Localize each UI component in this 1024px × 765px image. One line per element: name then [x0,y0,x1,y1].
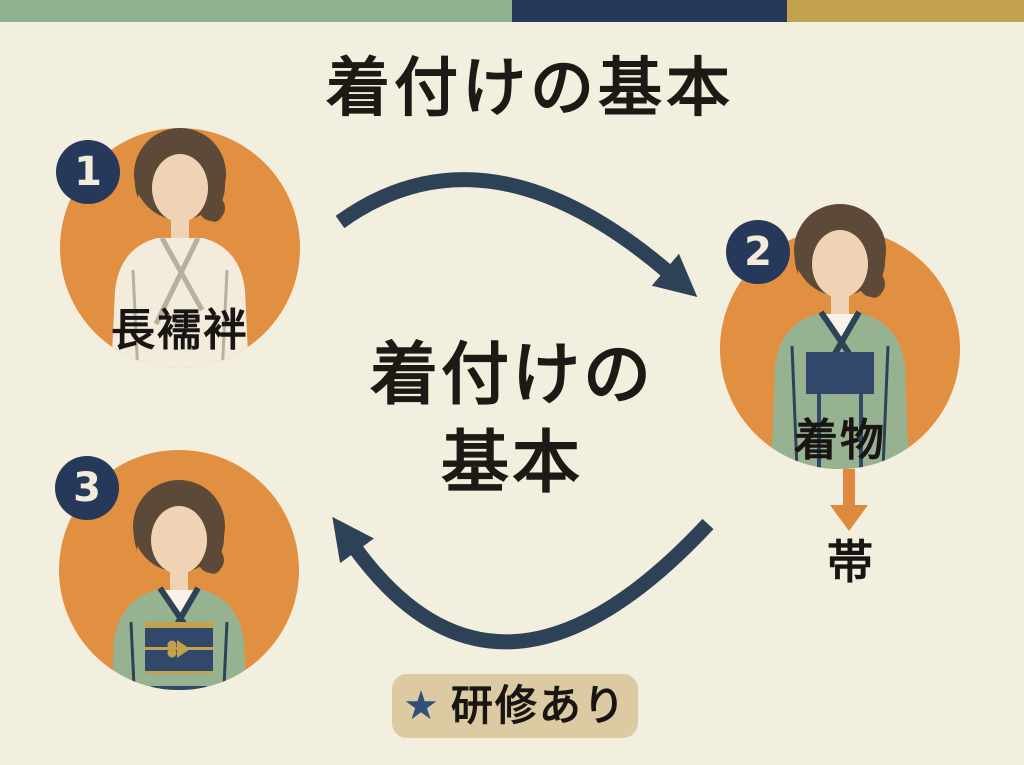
top-color-bar [0,0,1024,22]
step-1-nagajuban: 1 長襦袢 [56,128,300,368]
page-title: 着付けの基本 [326,52,734,126]
center-title-line1: 着付けの [369,336,654,415]
top-bar-navy-segment [512,0,787,22]
step-3-kimono-with-obi: 3 [55,450,299,690]
center-title: 着付けの 基本 [0,332,1024,509]
training-badge-label: 研修あり [450,681,627,730]
step-number-badge: 3 [55,456,119,520]
star-icon: ★ [403,683,439,729]
center-title-line2: 基本 [440,424,583,504]
woman-nagajuban-illustration [60,128,300,368]
obi-label: 帯 [827,535,873,589]
curved-arrow-step2-to-step3-icon [332,516,714,650]
step-number-badge: 1 [56,140,120,204]
top-bar-green-segment [0,0,512,22]
step-label-kimono: 着物 [794,415,886,466]
step-2-kimono: 2 着物 [720,204,960,469]
training-badge: ★ 研修あり [392,674,638,738]
step-label-nagajuban: 長襦袢 [111,305,249,356]
curved-arrow-step1-to-step2-icon [335,172,698,297]
woman-kimono-illustration [720,204,960,469]
woman-kimono-obi-illustration [59,450,299,690]
step-number-badge: 2 [726,220,790,284]
top-bar-gold-segment [787,0,1024,22]
